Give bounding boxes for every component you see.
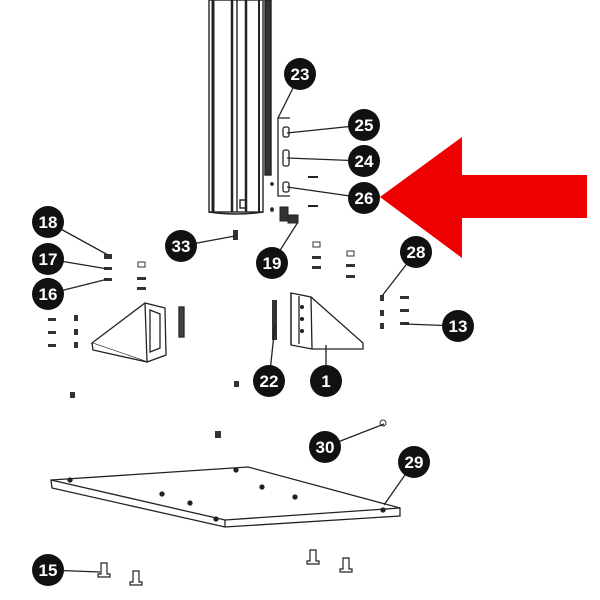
bolts-15 bbox=[97, 549, 353, 586]
callout-16: 16 bbox=[32, 278, 64, 310]
svg-text:18: 18 bbox=[39, 213, 58, 232]
svg-text:1: 1 bbox=[321, 372, 330, 391]
pin-33 bbox=[233, 230, 238, 240]
hardware-right bbox=[379, 295, 409, 427]
corner-bracket-right bbox=[290, 292, 364, 350]
callout-19: 19 bbox=[256, 247, 288, 279]
base-plate bbox=[50, 466, 401, 528]
hardware-center bbox=[70, 241, 355, 438]
svg-text:16: 16 bbox=[39, 285, 58, 304]
svg-text:25: 25 bbox=[355, 116, 374, 135]
bracket-23 bbox=[270, 117, 318, 212]
svg-text:13: 13 bbox=[449, 317, 468, 336]
callout-30: 30 bbox=[309, 431, 341, 463]
callout-33: 33 bbox=[165, 230, 197, 262]
svg-text:23: 23 bbox=[291, 65, 310, 84]
callout-1: 1 bbox=[310, 365, 342, 397]
svg-text:24: 24 bbox=[355, 152, 374, 171]
svg-text:30: 30 bbox=[316, 438, 335, 457]
callout-23: 23 bbox=[284, 58, 316, 90]
svg-text:29: 29 bbox=[405, 453, 424, 472]
svg-text:22: 22 bbox=[260, 372, 279, 391]
callout-28: 28 bbox=[400, 236, 432, 268]
callout-29: 29 bbox=[398, 446, 430, 478]
callout-24: 24 bbox=[348, 145, 380, 177]
callout-25: 25 bbox=[348, 109, 380, 141]
callout-15: 15 bbox=[32, 554, 64, 586]
callout-18: 18 bbox=[32, 206, 64, 238]
corner-bracket-left bbox=[90, 302, 185, 363]
svg-text:15: 15 bbox=[39, 561, 58, 580]
callout-17: 17 bbox=[32, 243, 64, 275]
highlight-arrow-icon bbox=[380, 137, 587, 258]
callout-26: 26 bbox=[348, 182, 380, 214]
clip-19 bbox=[270, 206, 299, 224]
svg-text:33: 33 bbox=[172, 237, 191, 256]
svg-text:26: 26 bbox=[355, 189, 374, 208]
svg-text:17: 17 bbox=[39, 250, 58, 269]
callout-13: 13 bbox=[442, 310, 474, 342]
svg-text:28: 28 bbox=[407, 243, 426, 262]
svg-text:19: 19 bbox=[263, 254, 282, 273]
callout-22: 22 bbox=[253, 365, 285, 397]
column-part bbox=[208, 0, 272, 215]
